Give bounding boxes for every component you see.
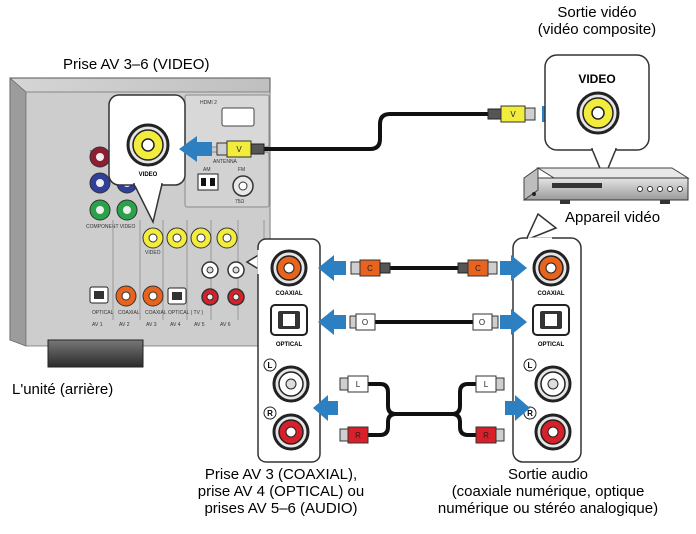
- av-inputs-caption: Prise AV 3 (COAXIAL), prise AV 4 (OPTICA…: [162, 466, 400, 517]
- receiver-video-jack: [126, 123, 170, 167]
- receiver-video-callout: VIDEO: [108, 94, 186, 225]
- panel-coaxial-jack-av2: [115, 285, 137, 307]
- component-jack-pr: [89, 146, 111, 168]
- stereo-arrow-right: [505, 395, 530, 421]
- device-coaxial-label: COAXIAL: [538, 291, 565, 297]
- device-right-label: R: [527, 409, 533, 418]
- optical-cable: O O: [349, 313, 499, 331]
- coaxial-arrow-right: [500, 255, 527, 281]
- video-device: [523, 167, 690, 204]
- receiver-coaxial-label: COAXIAL: [276, 291, 303, 297]
- optical-arrow-left: [318, 309, 346, 335]
- component-jack-y: [89, 199, 111, 221]
- panel-audio-jack-r-av5: [201, 288, 219, 306]
- receiver-audio-callout: COAXIAL OPTICAL L R: [245, 238, 321, 463]
- panel-coaxial-jack-av3: [142, 285, 164, 307]
- video-output-title-line-2: (vidéo composite): [537, 21, 657, 38]
- panel-audio-jack-l-av6: [227, 261, 245, 279]
- panel-coaxial-label-av2: COAXIAL: [118, 310, 140, 316]
- video-cable: V V: [216, 105, 536, 158]
- device-left-label: L: [528, 361, 533, 370]
- stereo-cable: L R L R: [339, 375, 505, 444]
- device-video-jack: [576, 91, 620, 135]
- device-optical-label: OPTICAL: [538, 342, 565, 348]
- panel-av6-label: AV 6: [220, 322, 231, 328]
- panel-av2-label: AV 2: [119, 322, 130, 328]
- panel-video-jack-av5: [190, 227, 212, 249]
- panel-am-label: AM: [203, 167, 211, 173]
- coaxial-plug-letter-left: C: [367, 264, 373, 273]
- optical-arrow-right: [500, 309, 527, 335]
- device-audio-callout: COAXIAL OPTICAL L R: [512, 212, 582, 463]
- device-coaxial-jack: [532, 249, 570, 287]
- audio-output-line-1: Sortie audio: [507, 466, 589, 483]
- panel-optical-tv-label: OPTICAL ( TV ): [168, 310, 203, 316]
- av-inputs-line-2: prise AV 4 (OPTICAL) ou: [197, 483, 365, 500]
- device-video-callout: VIDEO: [544, 54, 650, 180]
- receiver-coaxial-jack: [270, 249, 308, 287]
- panel-antenna-label: ANTENNA: [213, 159, 238, 165]
- video-plug-letter-device: V: [510, 110, 516, 119]
- component-jack-y-2: [116, 199, 138, 221]
- video-output-title-line-1: Sortie vidéo: [557, 4, 637, 21]
- device-optical-jack: [532, 304, 570, 336]
- receiver-left-label: L: [268, 361, 273, 370]
- receiver-right-label: R: [267, 409, 273, 418]
- panel-optical-label: OPTICAL: [92, 310, 114, 316]
- audio-output-caption: Sortie audio (coaxiale numérique, optiqu…: [402, 466, 694, 517]
- audio-output-line-2: (coaxiale numérique, optique: [451, 483, 645, 500]
- coaxial-arrow-left: [318, 255, 346, 281]
- panel-coaxial-label-av3: COAXIAL: [145, 310, 167, 316]
- receiver-audio-right-jack: [272, 413, 310, 451]
- unit-rear-label: L'unité (arrière): [12, 381, 114, 398]
- stereo-arrow-left: [313, 395, 338, 421]
- video-device-label: Appareil vidéo: [565, 209, 661, 226]
- receiver-optical-jack: [270, 304, 308, 336]
- receiver-optical-label: OPTICAL: [276, 342, 303, 348]
- left-plug-letter-device: L: [484, 380, 489, 389]
- device-video-jack-label: VIDEO: [578, 72, 615, 86]
- panel-av3-label: AV 3: [146, 322, 157, 328]
- panel-fm-ohm-label: 75Ω: [235, 199, 245, 205]
- receiver-video-jack-label: VIDEO: [139, 172, 158, 178]
- video-arrow-left: [179, 136, 212, 162]
- right-plug-letter-device: R: [483, 431, 489, 440]
- device-audio-left-jack: [534, 365, 572, 403]
- audio-output-line-3: numérique ou stéréo analogique): [437, 500, 659, 517]
- coaxial-cable: C C: [350, 259, 498, 277]
- component-jack-pb: [89, 172, 111, 194]
- optical-plug-letter-right: O: [479, 318, 485, 327]
- panel-component-video-label: COMPONENT VIDEO: [86, 224, 135, 230]
- panel-video-jack-av4: [166, 227, 188, 249]
- optical-plug-letter-left: O: [362, 318, 368, 327]
- video-plug-letter-receiver: V: [236, 145, 242, 154]
- device-audio-right-jack: [534, 413, 572, 451]
- av-inputs-line-3: prises AV 5–6 (AUDIO): [204, 500, 358, 517]
- av-jack-video-title: Prise AV 3–6 (VIDEO): [63, 56, 210, 73]
- panel-fm-label: FM: [238, 167, 245, 173]
- av-inputs-line-1: Prise AV 3 (COAXIAL),: [204, 466, 358, 483]
- right-plug-letter-receiver: R: [355, 431, 361, 440]
- panel-av5-label: AV 5: [194, 322, 205, 328]
- panel-video-jack-av6: [216, 227, 238, 249]
- panel-video-label: VIDEO: [145, 250, 161, 256]
- video-output-title: Sortie vidéo (vidéo composite): [526, 4, 668, 38]
- panel-audio-jack-r-av6: [227, 288, 245, 306]
- panel-av1-label: AV 1: [92, 322, 103, 328]
- coaxial-plug-letter-right: C: [475, 264, 481, 273]
- panel-hdmi-label: HDMI 2: [200, 100, 217, 106]
- panel-av4-label: AV 4: [170, 322, 181, 328]
- left-plug-letter-receiver: L: [356, 380, 361, 389]
- receiver-audio-left-jack: [272, 365, 310, 403]
- panel-audio-jack-l-av5: [201, 261, 219, 279]
- panel-video-jack-av3: [142, 227, 164, 249]
